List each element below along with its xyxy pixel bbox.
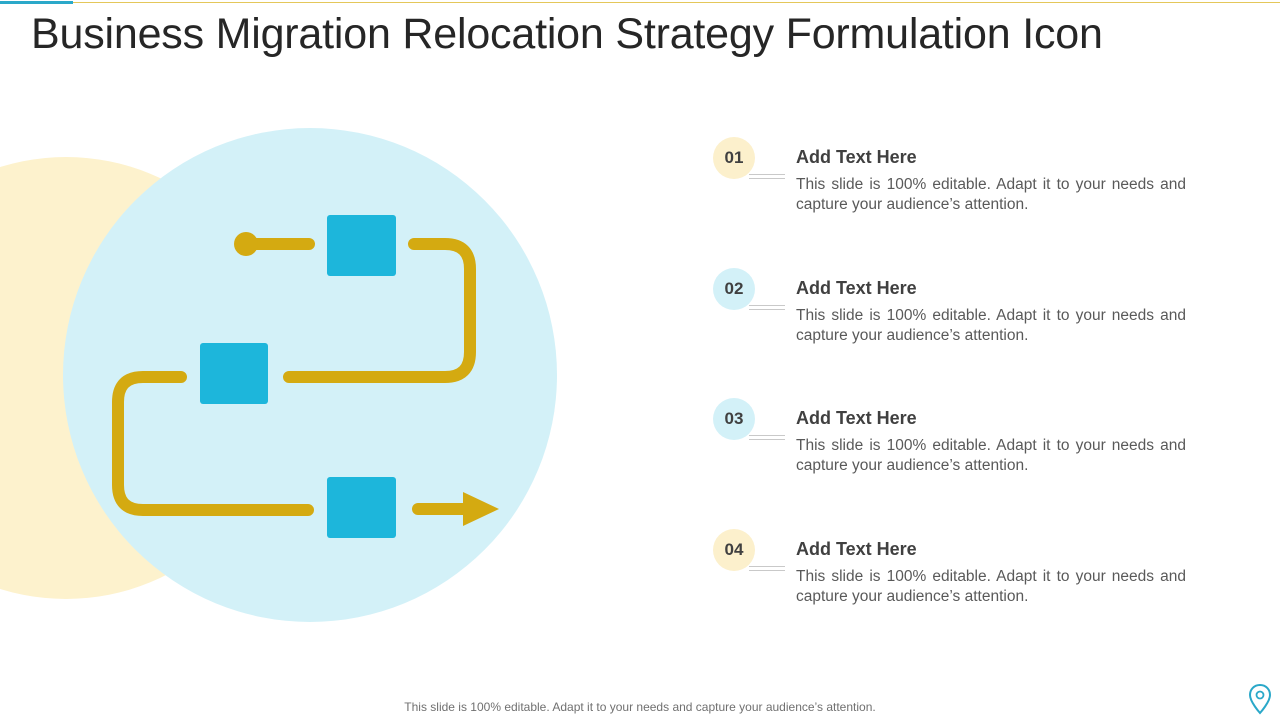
- list-item: 03 Add Text Here This slide is 100% edit…: [713, 398, 1193, 478]
- item-heading: Add Text Here: [796, 278, 917, 298]
- badge-connector-line: [749, 178, 785, 179]
- badge-connector-line: [749, 570, 785, 571]
- item-heading: Add Text Here: [796, 408, 917, 428]
- number-badge: 04: [713, 529, 755, 571]
- number-badge: 03: [713, 398, 755, 440]
- path-start-dot: [234, 232, 258, 256]
- footer-note: This slide is 100% editable. Adapt it to…: [404, 700, 876, 714]
- list-item: 01 Add Text Here This slide is 100% edit…: [713, 137, 1193, 217]
- location-pin-icon: [1248, 683, 1272, 715]
- top-rule: [0, 2, 1280, 3]
- list-item: 02 Add Text Here This slide is 100% edit…: [713, 268, 1193, 348]
- badge-connector-line: [749, 174, 785, 175]
- path-box-3: [327, 477, 396, 538]
- item-body: This slide is 100% editable. Adapt it to…: [796, 568, 1186, 605]
- path-lines: [112, 238, 476, 516]
- path-box-1: [327, 215, 396, 276]
- badge-connector-line: [749, 309, 785, 310]
- badge-connector-line: [749, 566, 785, 567]
- migration-path-icon: [0, 128, 557, 622]
- number-badge: 01: [713, 137, 755, 179]
- item-body: This slide is 100% editable. Adapt it to…: [796, 176, 1186, 213]
- page-title: Business Migration Relocation Strategy F…: [31, 10, 1103, 58]
- path-box-2: [200, 343, 268, 404]
- badge-connector-line: [749, 305, 785, 306]
- item-heading: Add Text Here: [796, 147, 917, 167]
- item-body: This slide is 100% editable. Adapt it to…: [796, 437, 1186, 474]
- arrow-head-icon: [463, 492, 499, 526]
- badge-connector-line: [749, 439, 785, 440]
- list-item: 04 Add Text Here This slide is 100% edit…: [713, 529, 1193, 609]
- badge-connector-line: [749, 435, 785, 436]
- item-heading: Add Text Here: [796, 539, 917, 559]
- top-accent-bar: [0, 1, 73, 4]
- item-body: This slide is 100% editable. Adapt it to…: [796, 307, 1186, 344]
- number-badge: 02: [713, 268, 755, 310]
